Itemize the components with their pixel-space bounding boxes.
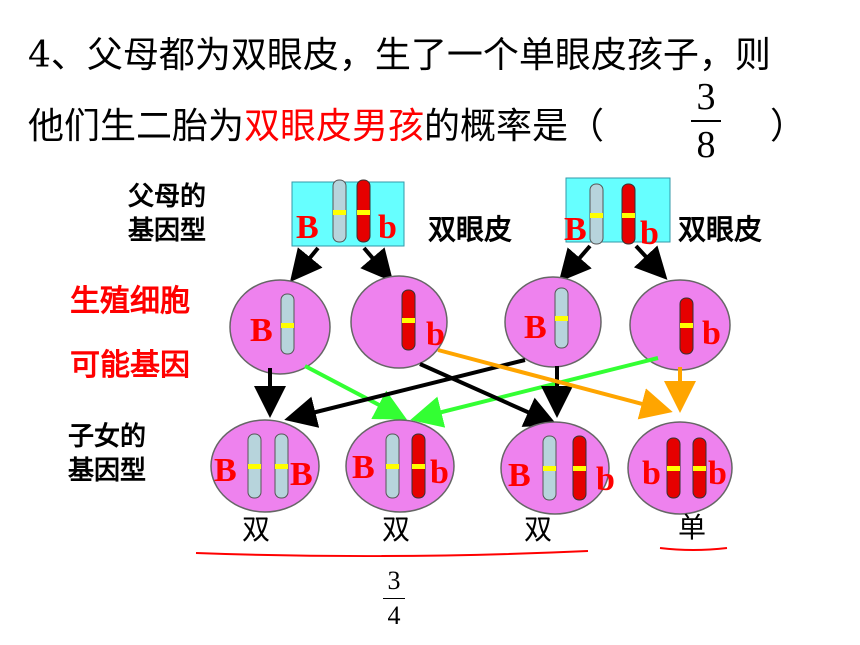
child-cell-2-body	[345, 419, 455, 513]
child-cell-2: B b	[345, 419, 455, 513]
child-1-allele-1: B	[214, 452, 237, 489]
parent-2-genotype-box: B b	[564, 177, 671, 252]
parent-1-allele-1: B	[296, 209, 319, 246]
parent-2-band-dominant	[590, 213, 603, 218]
answer-numerator: 3	[696, 76, 716, 118]
child-4-band-1	[667, 466, 680, 471]
gamete-1-band	[281, 323, 294, 328]
gamete-cell-3: B	[504, 276, 602, 368]
gametes-label-line2: 可能基因	[70, 348, 190, 383]
parent-1-band-recessive	[357, 210, 370, 215]
child-4-allele-2: b	[708, 455, 727, 492]
arrow-gamete2-to-child3	[419, 362, 558, 427]
arrow-parent2-to-gamete4	[633, 244, 668, 280]
gamete-cell-4: b	[629, 279, 731, 371]
child-1-band-1	[248, 464, 261, 469]
arrow-gamete4-to-child2	[410, 356, 659, 428]
child-2-allele-2: b	[430, 454, 449, 491]
answer-fraction: 3 8	[688, 76, 724, 166]
gamete-cell-3-body	[504, 276, 602, 368]
summary-denominator: 4	[387, 601, 401, 630]
parents-genotype-label: 父母的 基因型	[128, 180, 206, 248]
child-1-allele-2: B	[290, 456, 313, 493]
child-3-band-1	[543, 466, 556, 471]
children-genotype-label: 子女的 基因型	[68, 420, 146, 488]
parent-1-box	[291, 181, 405, 247]
gamete-2-allele: b	[426, 316, 445, 353]
question-close-paren: ）	[770, 106, 807, 147]
child-2-band-2	[412, 464, 425, 469]
child-1-band-2	[275, 464, 288, 469]
child-1-type: 双	[242, 513, 271, 546]
parent-2-band-recessive	[622, 213, 635, 218]
answer-fraction-bar	[691, 120, 721, 122]
gamete-3-band	[555, 316, 568, 321]
arrow-gamete1-to-child2	[304, 364, 408, 420]
summary-fraction: 3 4	[380, 566, 408, 631]
gamete-4-band	[680, 323, 693, 328]
child-cell-1-body	[210, 419, 320, 513]
gametes-label-line1: 生殖细胞	[70, 284, 190, 319]
child-cell-1: B B	[210, 419, 320, 513]
arrow-gamete2-to-child4	[437, 348, 673, 420]
child-3-allele-2: b	[596, 461, 615, 498]
answer-denominator: 8	[696, 124, 716, 166]
parent-2-allele-2: b	[640, 215, 659, 252]
arrow-gamete3-to-child1	[284, 358, 526, 428]
summary-numerator: 3	[387, 566, 401, 595]
gamete-4-allele: b	[702, 315, 721, 352]
question-prefix: 他们生二胎为	[28, 106, 245, 147]
arrow-parent2-to-gamete3	[558, 244, 592, 283]
arrow-parent1-to-gamete1	[289, 246, 323, 283]
child-3-type: 双	[524, 513, 553, 546]
parent-1-allele-2: b	[378, 209, 397, 246]
arrow-parent1-to-gamete2	[360, 246, 394, 283]
children-genotype-label-line2: 基因型	[68, 456, 147, 486]
dominant-group-underline	[195, 550, 589, 558]
parent-1-phenotype: 双眼皮	[428, 213, 513, 246]
gamete-3-allele: B	[524, 309, 547, 346]
parent-2-box	[565, 177, 671, 243]
question-line-1: 4、父母都为双眼皮，生了一个单眼皮孩子，则	[28, 35, 771, 76]
child-4-type: 单	[678, 511, 707, 544]
gamete-1-allele: B	[250, 312, 273, 349]
parents-genotype-label-line1: 父母的	[128, 182, 207, 212]
child-2-allele-1: B	[352, 449, 375, 486]
parent-1-genotype-box: B b	[291, 179, 405, 247]
child-3-band-2	[573, 466, 586, 471]
child-3-allele-1: B	[508, 457, 531, 494]
question-suffix: 的概率是（	[424, 106, 605, 147]
child-cell-4: b b	[627, 421, 733, 515]
gamete-2-band	[402, 318, 415, 323]
gamete-cell-1: B	[229, 279, 331, 375]
children-genotype-label-line1: 子女的	[68, 422, 147, 452]
gamete-cell-2-body	[350, 275, 448, 369]
gamete-cell-1-body	[229, 279, 331, 375]
parent-2-phenotype: 双眼皮	[678, 213, 763, 246]
child-2-band-1	[386, 464, 399, 469]
question-highlight: 双眼皮男孩	[244, 106, 425, 147]
child-4-allele-1: b	[642, 455, 661, 492]
child-4-band-2	[693, 466, 706, 471]
recessive-group-underline	[659, 547, 728, 551]
parent-2-allele-1: B	[564, 211, 587, 248]
parents-genotype-label-line2: 基因型	[128, 216, 207, 246]
child-2-type: 双	[382, 513, 411, 546]
gamete-cell-2: b	[350, 275, 448, 369]
summary-fraction-bar	[383, 598, 405, 599]
parent-1-band-dominant	[333, 210, 346, 215]
question-line-2: 他们生二胎为双眼皮男孩的概率是（	[28, 97, 604, 149]
child-cell-3: B b	[500, 421, 615, 515]
